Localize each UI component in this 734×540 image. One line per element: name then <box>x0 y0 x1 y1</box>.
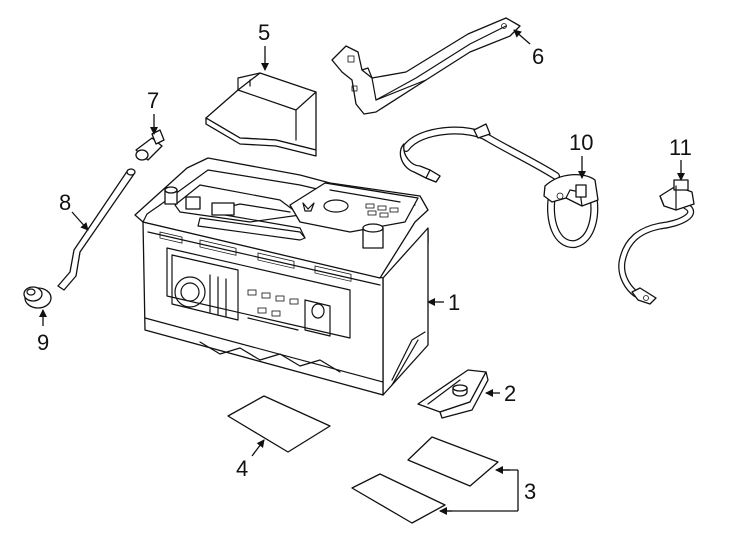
callout-7: 7 <box>147 88 159 113</box>
callout-8: 8 <box>59 190 71 215</box>
battery-cable-negative <box>399 123 599 248</box>
vent-plug <box>23 286 52 309</box>
callout-5: 5 <box>258 20 270 45</box>
callout-numbers: 1 2 3 4 5 6 7 8 9 10 11 <box>37 20 692 504</box>
battery-pad-lower <box>351 473 446 524</box>
callout-11: 11 <box>669 135 692 160</box>
leader-4 <box>251 439 265 457</box>
battery <box>134 157 429 396</box>
insulator-pad <box>227 395 331 453</box>
callout-2: 2 <box>504 381 516 406</box>
callout-10: 10 <box>569 130 593 155</box>
battery-cable-positive <box>618 179 695 305</box>
mounting-bracket <box>331 17 521 115</box>
callout-1: 1 <box>448 290 460 315</box>
callout-4: 4 <box>236 456 248 481</box>
leader-6 <box>513 29 531 45</box>
vent-hose <box>57 168 136 291</box>
callout-9: 9 <box>37 330 49 355</box>
battery-pad-upper <box>407 436 499 487</box>
callout-6: 6 <box>532 44 544 69</box>
leader-8 <box>71 211 89 231</box>
hold-down-wedge <box>417 369 489 419</box>
callout-3: 3 <box>524 479 536 504</box>
terminal-cover <box>205 72 317 157</box>
sensor-bolt <box>135 129 165 161</box>
leader-lines <box>39 29 685 515</box>
